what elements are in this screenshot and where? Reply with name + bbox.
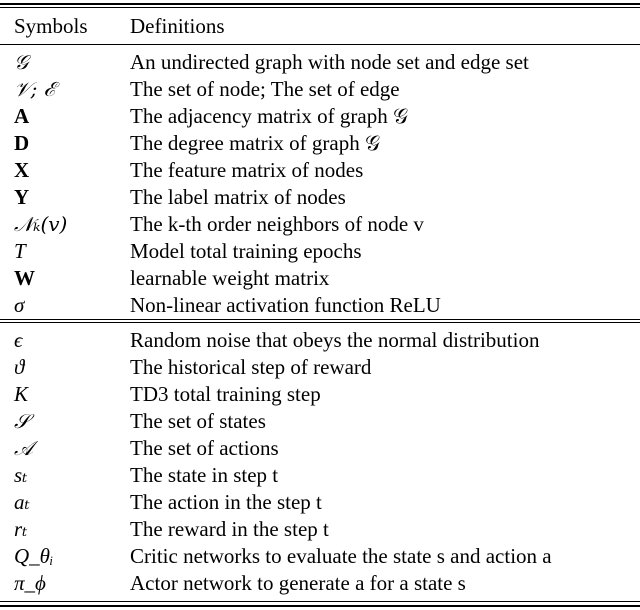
- symbol-cell: W: [14, 266, 35, 290]
- definition-cell: The feature matrix of nodes: [130, 158, 364, 182]
- table-header: Symbols Definitions: [0, 13, 640, 39]
- symbol-cell: X: [14, 158, 30, 182]
- header-rule: [0, 44, 640, 45]
- table-row: K TD3 total training step: [0, 381, 640, 407]
- table-row: aₜ The action in the step t: [0, 489, 640, 515]
- table-row: 𝒱; ℰ The set of node; The set of edge: [0, 76, 640, 102]
- symbol-cell: 𝒮: [14, 409, 30, 433]
- definition-cell: The label matrix of nodes: [130, 185, 346, 209]
- bottom-rule-thin: [0, 601, 640, 602]
- table-row: 𝒜 The set of actions: [0, 435, 640, 461]
- top-rule-thick: [0, 3, 640, 5]
- definition-cell: Non-linear activation function ReLU: [130, 293, 441, 317]
- table-row: π_ϕ Actor network to generate a for a sta…: [0, 570, 640, 596]
- definition-cell: The action in the step t: [130, 490, 322, 514]
- table-row: 𝒮 The set of states: [0, 408, 640, 434]
- definition-cell: Critic networks to evaluate the state s …: [130, 544, 552, 568]
- symbol-cell: 𝒜: [14, 436, 33, 460]
- symbol-cell: π_ϕ: [14, 571, 46, 595]
- table-row: σ Non-linear activation function ReLU: [0, 292, 640, 318]
- symbol-cell: K: [14, 382, 29, 406]
- table-row: 𝒩ₖ(v) The k-th order neighbors of node v: [0, 211, 640, 237]
- definition-cell: The k-th order neighbors of node v: [130, 212, 424, 236]
- symbol-cell: σ: [14, 293, 25, 317]
- table-row: D The degree matrix of graph 𝒢: [0, 130, 640, 156]
- definition-cell: Actor network to generate a for a state …: [130, 571, 466, 595]
- symbol-cell: 𝒱; ℰ: [14, 77, 56, 101]
- definition-cell: learnable weight matrix: [130, 266, 330, 290]
- header-symbols: Symbols: [14, 14, 88, 38]
- symbol-cell: D: [14, 131, 30, 155]
- table-row: rₜ The reward in the step t: [0, 516, 640, 542]
- definition-cell: The historical step of reward: [130, 355, 372, 379]
- definition-cell: Model total training epochs: [130, 239, 362, 263]
- definition-cell: Random noise that obeys the normal distr…: [130, 328, 540, 352]
- table-row: Q_θᵢ Critic networks to evaluate the stat…: [0, 543, 640, 569]
- table-row: T Model total training epochs: [0, 238, 640, 264]
- table-row: 𝒢 An undirected graph with node set and e…: [0, 49, 640, 75]
- definition-cell: The set of states: [130, 409, 266, 433]
- definition-cell: The adjacency matrix of graph 𝒢: [130, 104, 408, 128]
- definition-cell: The state in step t: [130, 463, 279, 487]
- table-row: ϑ The historical step of reward: [0, 354, 640, 380]
- definition-cell: The set of actions: [130, 436, 279, 460]
- table-row: Y The label matrix of nodes: [0, 184, 640, 210]
- definition-cell: An undirected graph with node set and ed…: [130, 50, 529, 74]
- definition-cell: TD3 total training step: [130, 382, 321, 406]
- table-row: sₜ The state in step t: [0, 462, 640, 488]
- symbol-cell: T: [14, 239, 26, 263]
- definition-cell: The reward in the step t: [130, 517, 329, 541]
- symbol-cell: aₜ: [14, 490, 30, 514]
- symbol-cell: 𝒩ₖ(v): [14, 212, 68, 236]
- bottom-rule-thick: [0, 605, 640, 607]
- symbol-cell: rₜ: [14, 517, 28, 541]
- table-row: X The feature matrix of nodes: [0, 157, 640, 183]
- definition-cell: The set of node; The set of edge: [130, 77, 400, 101]
- symbol-cell: ϑ: [14, 355, 25, 379]
- symbol-cell: A: [14, 104, 30, 128]
- definition-cell: The degree matrix of graph 𝒢: [130, 131, 380, 155]
- symbol-cell: Y: [14, 185, 30, 209]
- group-separator-rule-1: [0, 319, 640, 320]
- group-separator-rule-2: [0, 322, 640, 323]
- table-row: ϵ Random noise that obeys the normal dist…: [0, 327, 640, 353]
- header-definitions: Definitions: [130, 14, 225, 38]
- symbol-cell: sₜ: [14, 463, 28, 487]
- symbol-cell: ϵ: [14, 328, 23, 352]
- symbol-cell: 𝒢: [14, 50, 29, 74]
- top-rule-thin: [0, 7, 640, 8]
- symbol-cell: Q_θᵢ: [14, 544, 54, 568]
- table-row: A The adjacency matrix of graph 𝒢: [0, 103, 640, 129]
